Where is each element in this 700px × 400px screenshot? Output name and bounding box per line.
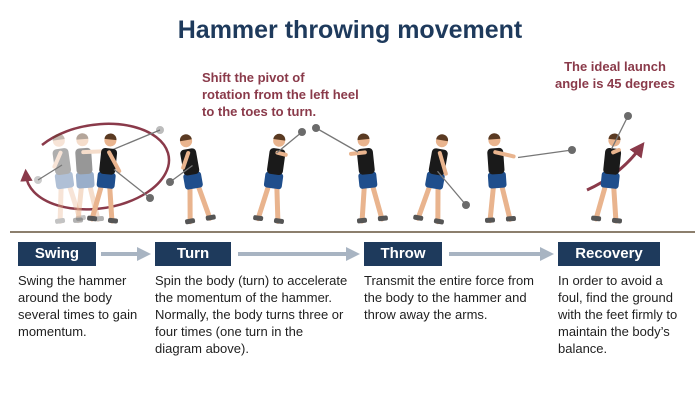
hammer-ball-icon bbox=[156, 126, 164, 134]
hammer-ball-icon bbox=[34, 176, 42, 184]
stage-description-swing: Swing the hammer around the body several… bbox=[18, 273, 138, 339]
stage-arrow-icon bbox=[449, 247, 554, 261]
stage-label-swing: Swing bbox=[18, 242, 96, 266]
hammer-ball-icon bbox=[312, 124, 320, 132]
hammer-ball-icon bbox=[462, 201, 470, 209]
hammer-wire bbox=[610, 115, 629, 150]
hammer-ball-icon bbox=[624, 112, 632, 120]
circular-swing-arrow-icon bbox=[20, 122, 171, 211]
stage-arrow-icon bbox=[238, 247, 360, 261]
hammer-ball-icon bbox=[298, 128, 306, 136]
diagram-title: Hammer throwing movement bbox=[177, 16, 523, 44]
ground-line bbox=[10, 231, 695, 233]
athlete-figure bbox=[413, 134, 449, 225]
hammer-wire bbox=[169, 164, 193, 183]
hammer-ball-icon bbox=[568, 146, 576, 154]
hammer-wire bbox=[113, 168, 151, 199]
stage-label-recovery: Recovery bbox=[558, 242, 660, 266]
athlete-figure bbox=[253, 133, 288, 224]
hammer-wire bbox=[37, 164, 63, 181]
hammer-wire bbox=[437, 170, 467, 206]
stage-description-throw: Transmit the entire force from the body … bbox=[364, 273, 535, 322]
athlete-figure bbox=[87, 133, 122, 224]
hammer-ball-icon bbox=[166, 178, 174, 186]
hammer-wire bbox=[105, 129, 161, 154]
hammer-ball-icon bbox=[146, 194, 154, 202]
hammer-wire bbox=[517, 149, 573, 159]
athlete-figure bbox=[591, 133, 623, 224]
launch-angle-note: The ideal launch angle is 45 degrees bbox=[555, 59, 675, 91]
athlete-illustrations bbox=[20, 112, 645, 225]
stage-arrow-icon bbox=[101, 247, 151, 261]
stage-description-turn: Spin the body (turn) to accelerate the m… bbox=[155, 273, 348, 356]
athlete-figure bbox=[72, 133, 104, 224]
pivot-note: Shift the pivot of rotation from the lef… bbox=[202, 70, 359, 119]
stage-description-recovery: In order to avoid a foul, find the groun… bbox=[558, 273, 678, 356]
stage-label-turn: Turn bbox=[155, 242, 231, 266]
athlete-figure bbox=[484, 133, 516, 224]
stage-label-throw: Throw bbox=[364, 242, 442, 266]
athlete-figure bbox=[179, 134, 216, 225]
hammer-wire bbox=[276, 131, 303, 154]
athlete-figure bbox=[348, 133, 388, 224]
hammer-wire bbox=[315, 127, 359, 153]
